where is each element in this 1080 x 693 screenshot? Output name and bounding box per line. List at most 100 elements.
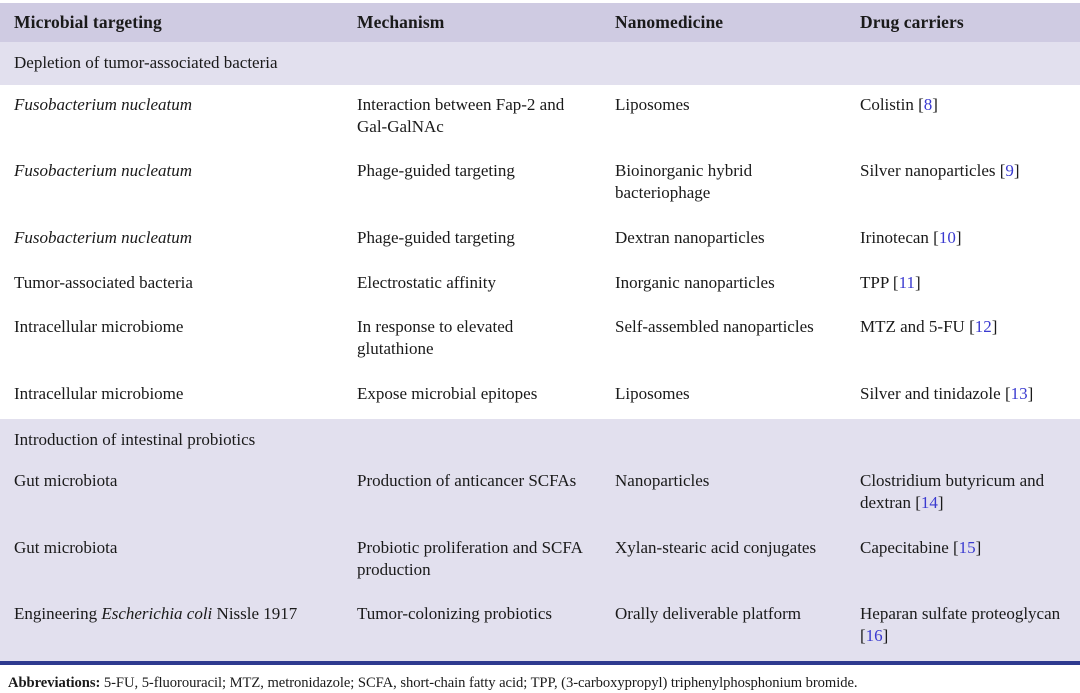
reference-bracket-open: [ (1004, 383, 1011, 403)
drug-carrier-name: Silver nanoparticles (860, 161, 996, 181)
reference-bracket-close: ] (937, 493, 944, 512)
reference-link[interactable]: 15 (958, 537, 976, 557)
column-header-drug-carriers: Drug carriers (848, 3, 1080, 42)
section-title: Depletion of tumor-associated bacteria (0, 42, 1080, 85)
reference-bracket-open: [ (969, 317, 975, 337)
reference-bracket-open: [ (999, 161, 1006, 181)
target-prefix: Engineering (14, 604, 102, 624)
cell-microbial-targeting: Intracellular microbiome (0, 307, 345, 374)
target-prefix: Gut microbiota (14, 537, 118, 557)
cell-nanomedicine: Bioinorganic hybrid bacteriophage (603, 151, 848, 218)
reference-bracket-open: [ (892, 272, 899, 292)
target-prefix: Intracellular microbiome (14, 383, 184, 403)
cell-microbial-targeting: Fusobacterium nucleatum (0, 217, 345, 263)
cell-mechanism: In response to elevated glutathione (345, 307, 603, 374)
cell-microbial-targeting: Fusobacterium nucleatum (0, 84, 345, 152)
cell-nanomedicine: Xylan-stearic acid conjugates (603, 527, 848, 595)
table-section-row: Introduction of intestinal probiotics (0, 418, 1080, 462)
cell-mechanism: Interaction between Fap-2 and Gal-GalNAc (345, 84, 603, 152)
cell-microbial-targeting: Tumor-associated bacteria (0, 262, 345, 308)
reference-bracket-close: ] (955, 227, 962, 247)
reference-link[interactable]: 9 (1005, 161, 1014, 181)
cell-nanomedicine: Nanoparticles (603, 461, 848, 528)
drug-carrier-name: Irinotecan (860, 227, 929, 247)
column-header-nanomedicine: Nanomedicine (603, 3, 848, 42)
cell-nanomedicine: Inorganic nanoparticles (603, 262, 848, 308)
reference-bracket-close: ] (882, 626, 889, 645)
cell-nanomedicine: Orally deliverable platform (603, 594, 848, 661)
table-footnote: Abbreviations: 5-FU, 5-fluorouracil; MTZ… (0, 665, 1080, 693)
table-row: Fusobacterium nucleatum Phage-guided targ… (0, 151, 1080, 218)
target-prefix: Tumor-associated bacteria (14, 272, 193, 292)
reference-link[interactable]: 13 (1010, 383, 1028, 403)
target-species-italic: Fusobacterium nucleatum (14, 161, 192, 181)
table-row: Fusobacterium nucleatum Interaction betwe… (0, 84, 1080, 152)
cell-nanomedicine: Liposomes (603, 84, 848, 152)
reference-link[interactable]: 8 (923, 94, 933, 114)
target-prefix: Gut microbiota (14, 471, 118, 491)
column-header-microbial-targeting: Microbial targeting (0, 3, 345, 42)
cell-drug-carriers: Capecitabine [15] (848, 527, 1080, 595)
table-header: Microbial targeting Mechanism Nanomedici… (0, 3, 1080, 42)
cell-mechanism: Phage-guided targeting (345, 217, 603, 263)
reference-link[interactable]: 12 (974, 317, 992, 337)
cell-drug-carriers: MTZ and 5-FU [12] (848, 307, 1080, 374)
table-row: Gut microbiota Probiotic proliferation an… (0, 527, 1080, 595)
cell-mechanism: Probiotic proliferation and SCFA product… (345, 527, 603, 595)
cell-drug-carriers: Irinotecan [10] (848, 217, 1080, 263)
reference-bracket-close: ] (914, 272, 921, 292)
reference-bracket-open: [ (915, 493, 921, 512)
cell-mechanism: Production of anticancer SCFAs (345, 461, 603, 528)
cell-drug-carriers: Heparan sulfate proteoglycan [16] (848, 594, 1080, 661)
cell-microbial-targeting: Intracellular microbiome (0, 373, 345, 419)
reference-link[interactable]: 10 (938, 227, 956, 247)
cell-mechanism: Electrostatic affinity (345, 262, 603, 308)
target-prefix: Intracellular microbiome (14, 317, 184, 337)
microbial-targeting-table: Microbial targeting Mechanism Nanomedici… (0, 3, 1080, 661)
table-container: Microbial targeting Mechanism Nanomedici… (0, 3, 1080, 661)
reference-bracket-close: ] (1027, 383, 1034, 403)
reference-bracket-open: [ (933, 227, 939, 247)
drug-carrier-name: TPP (860, 272, 889, 292)
reference-bracket-close: ] (1013, 161, 1020, 181)
table-row: Fusobacterium nucleatum Phage-guided targ… (0, 217, 1080, 263)
reference-bracket-open: [ (918, 94, 924, 114)
drug-carrier-name: MTZ and 5-FU (860, 317, 965, 337)
footnote-text: 5-FU, 5-fluorouracil; MTZ, metronidazole… (100, 674, 858, 691)
reference-bracket-open: [ (953, 537, 959, 557)
cell-microbial-targeting: Engineering Escherichia coli Nissle 1917 (0, 594, 345, 661)
cell-nanomedicine: Dextran nanoparticles (603, 217, 848, 263)
target-suffix: Nissle 1917 (212, 604, 298, 624)
cell-nanomedicine: Liposomes (603, 373, 848, 419)
target-species-italic: Fusobacterium nucleatum (14, 227, 192, 247)
header-row: Microbial targeting Mechanism Nanomedici… (0, 3, 1080, 42)
footnote-label: Abbreviations: (8, 674, 101, 691)
cell-mechanism: Tumor-colonizing probiotics (345, 594, 603, 661)
cell-drug-carriers: Silver nanoparticles [9] (848, 151, 1080, 218)
cell-mechanism: Phage-guided targeting (345, 151, 603, 218)
cell-microbial-targeting: Gut microbiota (0, 461, 345, 528)
cell-drug-carriers: Clostridium butyricum and dextran [14] (848, 461, 1080, 528)
reference-link[interactable]: 11 (898, 272, 915, 292)
cell-drug-carriers: Silver and tinidazole [13] (848, 373, 1080, 419)
target-species-italic: Fusobacterium nucleatum (14, 94, 192, 114)
reference-link[interactable]: 14 (920, 493, 938, 512)
drug-carrier-name: Clostridium butyricum and dextran (860, 471, 1045, 512)
cell-drug-carriers: Colistin [8] (848, 84, 1080, 152)
cell-microbial-targeting: Fusobacterium nucleatum (0, 151, 345, 218)
reference-bracket-close: ] (975, 537, 982, 557)
table-section-row: Depletion of tumor-associated bacteria (0, 42, 1080, 85)
drug-carrier-name: Capecitabine (860, 537, 949, 557)
table-row: Gut microbiota Production of anticancer S… (0, 461, 1080, 528)
target-species-italic: Escherichia coli (101, 604, 213, 624)
cell-nanomedicine: Self-assembled nanoparticles (603, 307, 848, 374)
column-header-mechanism: Mechanism (345, 3, 603, 42)
cell-microbial-targeting: Gut microbiota (0, 527, 345, 595)
drug-carrier-name: Silver and tinidazole (860, 383, 1001, 403)
section-title: Introduction of intestinal probiotics (0, 418, 1080, 462)
reference-link[interactable]: 16 (865, 626, 883, 645)
drug-carrier-name: Colistin (860, 94, 914, 114)
reference-bracket-close: ] (932, 94, 938, 114)
